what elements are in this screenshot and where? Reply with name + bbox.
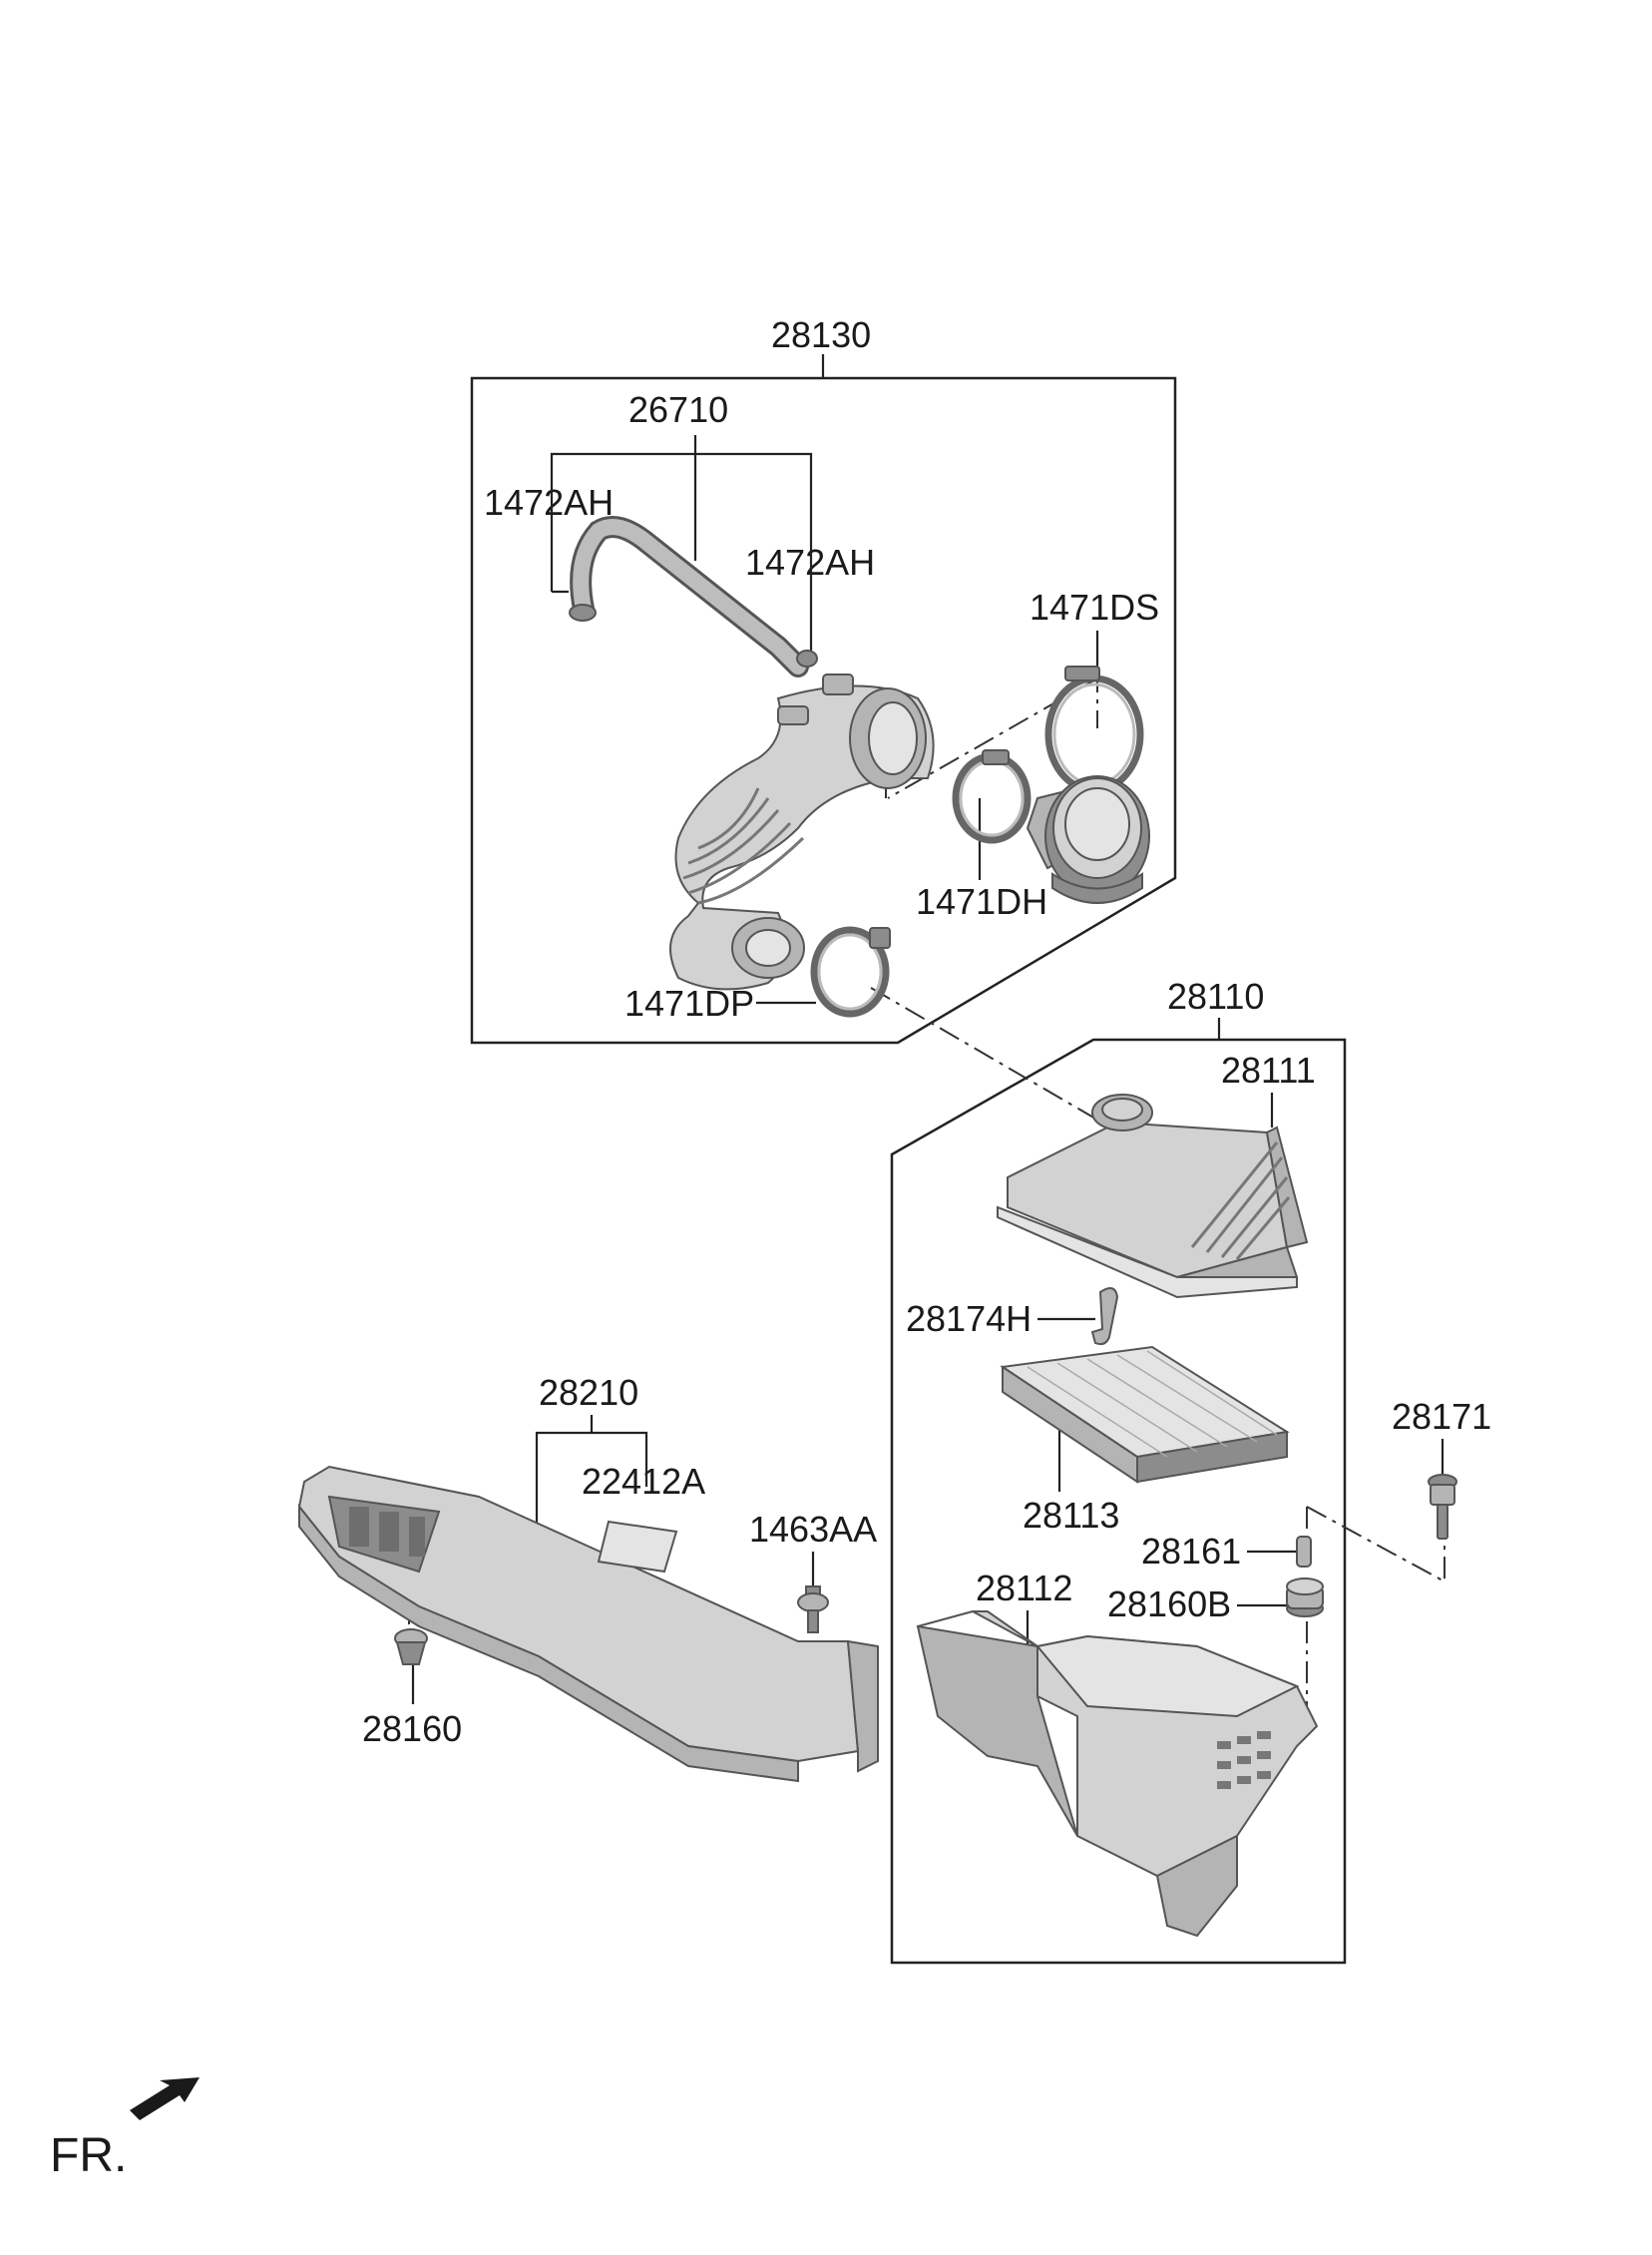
callout-28111: 28111 (1221, 1050, 1316, 1091)
label-sticker-22412a (597, 1520, 678, 1574)
part-clamp-1471ds (1044, 666, 1144, 794)
callout-28160: 28160 (362, 1708, 462, 1749)
part-grommet-28161 (1296, 1536, 1312, 1568)
hose-clip-icon (796, 650, 818, 668)
callout-1463aa: 1463AA (749, 1509, 877, 1550)
part-air-duct (297, 1465, 879, 1783)
part-bracket-28174h (1090, 1287, 1119, 1346)
part-clamp-1471dh (952, 749, 1032, 844)
part-grommet-28160b (1286, 1578, 1324, 1617)
part-breather-hose (569, 516, 818, 677)
part-clip-28160 (394, 1628, 428, 1665)
front-direction-label: FR. (50, 2129, 127, 2182)
callout-28160b: 28160B (1107, 1583, 1231, 1624)
group-frame-28130 (470, 354, 1177, 1045)
callout-28161: 28161 (1141, 1531, 1241, 1572)
front-direction-arrow-icon (130, 2077, 200, 2120)
callout-28171: 28171 (1392, 1396, 1491, 1437)
callout-28110: 28110 (1167, 976, 1264, 1017)
callout-22412a: 22412A (582, 1461, 705, 1502)
part-air-intake-hose (669, 674, 935, 991)
part-air-cleaner-cover (997, 1094, 1309, 1299)
part-clamp-1471dp (810, 926, 891, 1018)
callout-28112: 28112 (976, 1568, 1072, 1608)
callout-28113: 28113 (1023, 1495, 1119, 1536)
part-air-filter-element (1000, 1345, 1290, 1484)
callout-1472ah-left: 1472AH (484, 482, 614, 523)
callout-28174h: 28174H (906, 1298, 1032, 1339)
callout-26710: 26710 (628, 389, 728, 430)
callout-28130: 28130 (771, 314, 871, 355)
part-bolt-28171 (1428, 1474, 1457, 1540)
part-air-cleaner-body (916, 1609, 1319, 1938)
leader-lines (411, 435, 1445, 1704)
callout-1471dh: 1471DH (916, 881, 1047, 922)
group-frame-28110 (890, 1018, 1347, 1965)
callout-1471ds: 1471DS (1030, 587, 1159, 628)
callout-28210: 28210 (539, 1372, 638, 1413)
front-direction-indicator: FR. (50, 2077, 200, 2182)
part-intake-adapter (1026, 775, 1150, 904)
part-clip-1463aa (797, 1585, 829, 1633)
